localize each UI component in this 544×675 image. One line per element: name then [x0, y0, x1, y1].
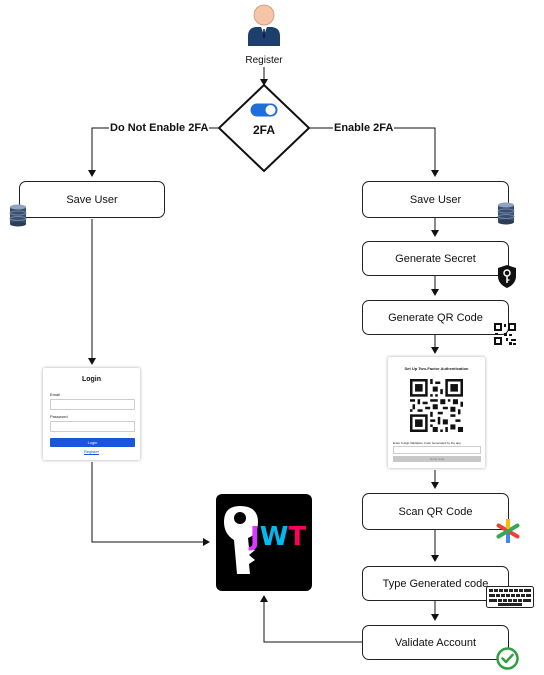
qr-code-image: [410, 379, 463, 432]
email-field[interactable]: [50, 399, 135, 410]
jwt-letter-w: W: [259, 522, 289, 552]
right-save-user-box: Save User: [362, 181, 509, 218]
authenticator-icon: [496, 518, 520, 548]
validate-account-box: Validate Account: [362, 625, 509, 660]
password-label: Password: [50, 414, 68, 419]
register-link[interactable]: Register: [84, 449, 99, 454]
generate-qr-box: Generate QR Code: [362, 300, 509, 335]
verify-code-button[interactable]: Verify code: [393, 456, 481, 462]
qr-setup-instruction: Enter 6-digit Validation Code Generated …: [393, 441, 461, 445]
scan-qr-label: Scan QR Code: [398, 505, 473, 518]
email-label: Email: [50, 392, 61, 397]
jwt-letter-t: T: [288, 522, 307, 552]
qr-setup-title: Set Up Two-Factor Authentication: [404, 366, 469, 371]
generate-secret-label: Generate Secret: [395, 252, 476, 265]
left-save-user-box: Save User: [19, 181, 165, 218]
login-button[interactable]: Login: [50, 438, 135, 447]
login-title: Login: [81, 376, 102, 383]
database-icon: [8, 204, 28, 232]
login-form-screenshot: Login Email Password Login Register: [43, 368, 140, 460]
left-save-user-label: Save User: [66, 193, 118, 206]
verify-code-button-label: Verify code: [429, 457, 445, 461]
decision-label: 2FA: [252, 123, 275, 137]
arrow-login-to-jwt: [91, 462, 210, 546]
decision-diamond: [217, 83, 311, 173]
toggle-icon: [250, 103, 278, 122]
database-icon: [496, 202, 516, 230]
type-code-box: Type Generated code: [362, 566, 509, 601]
type-code-label: Type Generated code: [382, 577, 489, 590]
qr-code-input[interactable]: [393, 446, 481, 454]
user-avatar-icon: [244, 2, 284, 51]
left-branch-label: Do Not Enable 2FA: [109, 122, 210, 135]
generate-qr-label: Generate QR Code: [388, 311, 483, 324]
jwt-text: JWT: [250, 522, 306, 552]
arrow-validate-to-jwt: [260, 595, 362, 643]
scan-qr-box: Scan QR Code: [362, 493, 509, 530]
qr-setup-screenshot: Set Up Two-Factor Authentication Enter 6…: [388, 357, 485, 468]
register-label: Register: [245, 55, 283, 66]
arrow-to-right-save-user: [309, 127, 439, 177]
checkmark-icon: [496, 647, 519, 675]
jwt-letter-j: J: [250, 522, 260, 552]
shield-key-icon: [496, 264, 518, 294]
keyboard-icon: [486, 586, 534, 613]
validate-account-label: Validate Account: [394, 636, 477, 649]
login-button-label: Login: [87, 440, 98, 445]
generate-secret-box: Generate Secret: [362, 241, 509, 276]
jwt-logo: JWT: [216, 494, 312, 591]
arrow-to-left-save-user: [88, 127, 219, 177]
right-branch-label: Enable 2FA: [333, 122, 395, 135]
key-icon: [224, 506, 258, 574]
right-save-user-label: Save User: [409, 193, 462, 206]
qr-code-icon: [494, 323, 516, 350]
password-field[interactable]: [50, 421, 135, 432]
